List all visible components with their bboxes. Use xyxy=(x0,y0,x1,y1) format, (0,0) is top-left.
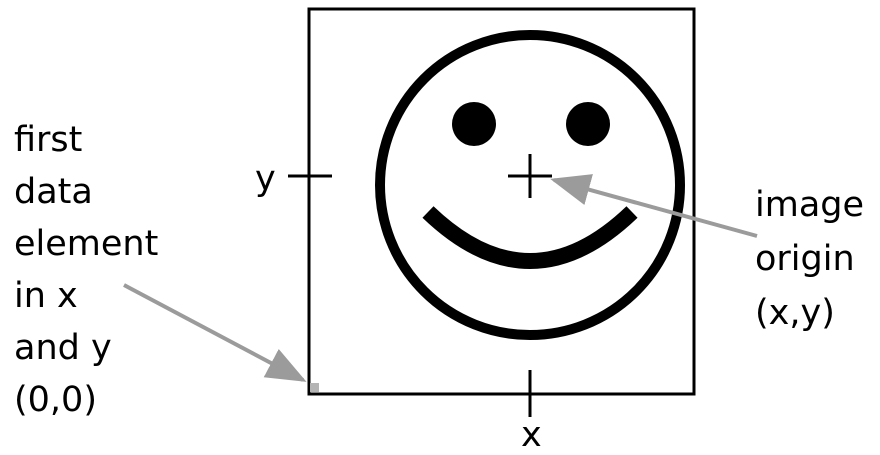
first-element-label: first data element in x and y (0,0) xyxy=(14,120,169,420)
first-element-arrow xyxy=(123,283,307,382)
x-axis-label: x xyxy=(521,415,542,455)
first-element-line: and y xyxy=(14,328,112,368)
first-element-line: element xyxy=(14,224,158,264)
crosshair-icon xyxy=(508,154,552,198)
first-element-line: first xyxy=(14,120,82,160)
y-axis-label: y xyxy=(255,159,276,199)
image-frame xyxy=(307,7,696,396)
right-eye xyxy=(566,102,610,146)
first-element-line: data xyxy=(14,172,93,212)
image-origin-line: (x,y) xyxy=(755,293,835,333)
face-outline xyxy=(375,30,685,340)
image-origin-line: origin xyxy=(755,239,855,279)
smile-mouth xyxy=(422,206,638,269)
first-element-line: (0,0) xyxy=(14,380,97,420)
first-pixel-marker xyxy=(310,383,319,392)
first-element-line: in x xyxy=(14,276,78,316)
image-origin-label: image origin (x,y) xyxy=(755,185,875,333)
smiley-face-icon xyxy=(375,30,685,340)
left-eye xyxy=(452,102,496,146)
image-origin-line: image xyxy=(755,185,864,225)
origin-arrow xyxy=(550,174,758,238)
